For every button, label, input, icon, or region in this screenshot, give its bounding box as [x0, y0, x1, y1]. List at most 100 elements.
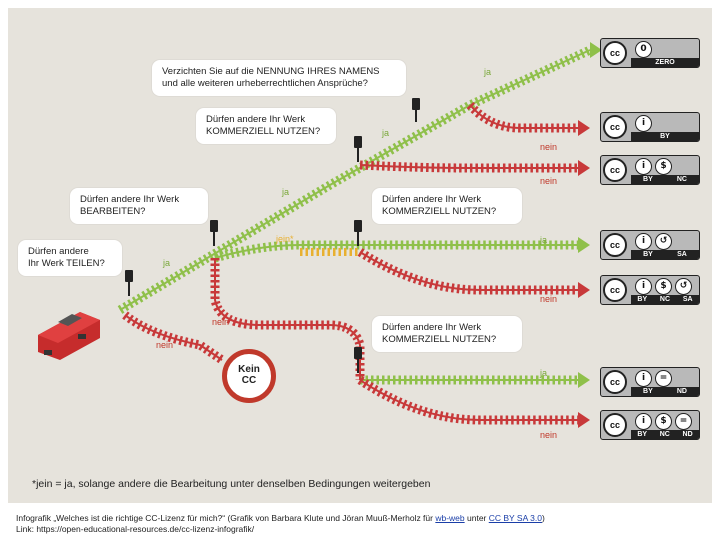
arrow-by-nc-sa: [578, 282, 590, 298]
kein-cc-sign: Kein CC: [222, 349, 276, 403]
attribution-icon: i: [635, 413, 652, 430]
jein-footnote: *jein = ja, solange andere die Bearbeitu…: [32, 478, 431, 490]
cc-icon: cc: [603, 41, 627, 65]
attribution-icon: i: [635, 370, 652, 387]
license-badge-by: cc i BY: [600, 112, 700, 142]
strip-sa: SA: [682, 296, 693, 303]
track-nein-by-nc-sa: [357, 248, 578, 295]
license-badge-by-nc-nd: cc i$= BY NC ND: [600, 410, 700, 440]
track-nein-by: [466, 101, 578, 133]
question-share-line2: Ihr Werk TEILEN?: [28, 258, 105, 269]
strip-nd: ND: [682, 431, 693, 438]
strip-by: BY: [637, 431, 648, 438]
caption-line1: Infografik „Welches ist die richtige CC-…: [16, 513, 545, 524]
signal-q5: [125, 270, 133, 296]
strip-by: BY: [660, 133, 670, 140]
label-ja-q5: ja: [163, 258, 171, 268]
label-nein-q5: nein: [156, 340, 174, 350]
strip-sa: SA: [677, 251, 687, 258]
strip-zero: ZERO: [655, 59, 675, 66]
wb-web-link[interactable]: wb-web: [435, 513, 465, 523]
strip-nc: NC: [659, 296, 671, 303]
noncommercial-icon: $: [655, 158, 672, 175]
label-ja-q3: ja: [282, 187, 290, 197]
kein-cc-line2: CC: [241, 375, 257, 386]
strip-by: BY: [637, 296, 648, 303]
question-adapt: Dürfen andere Ihr Werk BEARBEITEN?: [70, 188, 208, 224]
caption-text1: Infografik „Welches ist die richtige CC-…: [16, 513, 436, 523]
zero-icon: 0: [635, 41, 652, 58]
signal-q3: [210, 220, 218, 246]
license-link[interactable]: CC BY SA 3.0: [488, 513, 542, 523]
track-nein-by-nc-nd: [357, 376, 578, 425]
track-ja-by-sa: [213, 240, 578, 263]
cc-icon: cc: [603, 158, 627, 182]
signal-q2: [354, 136, 362, 162]
arrow-by-nc-nd: [578, 412, 590, 428]
track-nein-teilen: [122, 311, 225, 364]
signal-q1: [412, 98, 420, 122]
question-share: Dürfen andere Ihr Werk TEILEN?: [18, 240, 122, 276]
label-nein-by: nein: [540, 142, 558, 152]
license-badge-by-nc: cc i$ BY NC: [600, 155, 700, 185]
question-commercial-bottom-line1: Dürfen andere Ihr Werk: [382, 322, 482, 333]
image-caption: Infografik „Welches ist die richtige CC-…: [16, 513, 545, 535]
cc-icon: cc: [603, 413, 627, 437]
attribution-icon: i: [635, 158, 652, 175]
label-nein-by-nc-sa: nein: [540, 294, 558, 304]
question-commercial-bottom: Dürfen andere Ihr Werk KOMMERZIELL NUTZE…: [372, 316, 522, 352]
arrow-by-sa: [578, 237, 590, 253]
question-name-attribution: Verzichten Sie auf die NENNUNG IHRES NAM…: [152, 60, 406, 96]
attribution-icon: i: [635, 115, 652, 132]
track-nein-bearbeiten: [210, 258, 365, 380]
track-nein-by-nc: [359, 160, 578, 173]
cc-icon: cc: [603, 278, 627, 302]
label-ja-q2: ja: [382, 128, 390, 138]
kein-cc-line1: Kein: [238, 364, 260, 375]
question-adapt-line2: BEARBEITEN?: [80, 206, 146, 217]
question-share-line1: Dürfen andere: [28, 246, 89, 257]
caption-line2: Link: https://open-educational-resources…: [16, 524, 255, 534]
noncommercial-icon: $: [655, 413, 672, 430]
label-ja-q6: ja: [540, 368, 548, 378]
license-badge-cc0: cc 0 ZERO: [600, 38, 700, 68]
label-nein-q3: nein: [212, 317, 230, 327]
strip-nd: ND: [676, 388, 687, 395]
caption-text3: ): [541, 513, 545, 523]
question-commercial-top-line1: Dürfen andere Ihr Werk: [206, 114, 306, 125]
train-icon: [38, 312, 100, 360]
question-adapt-line1: Dürfen andere Ihr Werk: [80, 194, 180, 205]
share-alike-icon: ↺: [655, 233, 672, 250]
track-ja-main: [117, 45, 592, 314]
share-alike-icon: ↺: [675, 278, 692, 295]
noncommercial-icon: $: [655, 278, 672, 295]
question-commercial-middle: Dürfen andere Ihr Werk KOMMERZIELL NUTZE…: [372, 188, 522, 224]
label-nein-by-nc-nd: nein: [540, 430, 558, 440]
signal-q4: [354, 220, 362, 246]
license-badge-by-nc-sa: cc i$↺ BY NC SA: [600, 275, 700, 305]
cc-icon: cc: [603, 233, 627, 257]
strip-by: BY: [643, 176, 653, 183]
arrow-by-nc: [578, 160, 590, 176]
strip-nc: NC: [659, 431, 670, 438]
label-ja-q1: ja: [484, 67, 492, 77]
label-ja-q4: ja: [540, 235, 548, 245]
strip-by: BY: [643, 388, 653, 395]
question-commercial-middle-line1: Dürfen andere Ihr Werk: [382, 194, 482, 205]
question-name-line1: Verzichten Sie auf die NENNUNG IHRES NAM…: [162, 66, 380, 77]
label-jein: jein*: [276, 234, 294, 244]
cc-icon: cc: [603, 370, 627, 394]
signal-q6: [354, 347, 362, 373]
label-nein-by-nc: nein: [540, 176, 558, 186]
question-commercial-top: Dürfen andere Ihr Werk KOMMERZIELL NUTZE…: [196, 108, 336, 144]
strip-nc: NC: [676, 176, 687, 183]
caption-text2: unter: [464, 513, 489, 523]
no-derivatives-icon: =: [675, 413, 692, 430]
question-commercial-middle-line2: KOMMERZIELL NUTZEN?: [382, 206, 497, 217]
question-commercial-top-line2: KOMMERZIELL NUTZEN?: [206, 126, 321, 137]
attribution-icon: i: [635, 278, 652, 295]
arrow-zero: [590, 42, 602, 58]
